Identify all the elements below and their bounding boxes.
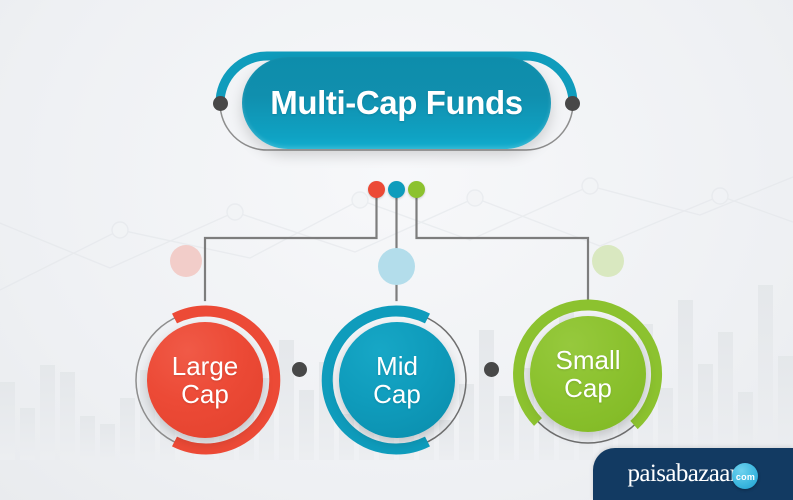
background-bar [658, 388, 674, 460]
background-bar [0, 382, 15, 460]
node-large-cap-disc[interactable]: Large Cap [147, 322, 263, 438]
dotcom-badge-icon: com [732, 462, 759, 489]
background-bar [19, 408, 35, 460]
node-mid-cap-ring [321, 305, 467, 455]
background-bar [79, 416, 95, 460]
node-large-cap[interactable]: Large Cap [125, 300, 285, 460]
banner[interactable]: Multi-Cap Funds [206, 42, 587, 164]
background-bar [698, 364, 714, 460]
background-bar [438, 420, 454, 460]
background-bar [758, 285, 774, 460]
background-bar [119, 398, 135, 460]
background-bar [59, 372, 75, 460]
seed-dot-green [408, 181, 425, 198]
brand-logo-bar[interactable]: paisabazaar com [593, 448, 793, 500]
node-small-cap-disc[interactable]: Small Cap [530, 316, 646, 432]
background-bar [99, 424, 115, 460]
background-bar [538, 412, 554, 460]
node-ring-accent [321, 305, 430, 455]
node-small-cap-label: Small Cap [555, 345, 621, 403]
pastel-circle-green [592, 245, 624, 277]
node-mid-cap[interactable]: Mid Cap [317, 300, 477, 460]
background-bar [738, 392, 754, 460]
node-small-cap-ring [513, 299, 662, 444]
dotcom-badge-label: com [735, 471, 756, 482]
background-bar [778, 356, 793, 460]
connector-left [203, 190, 378, 302]
node-ring-accent [172, 305, 281, 455]
background-bar [678, 300, 694, 460]
background-bar [279, 340, 295, 460]
banner-dot-right [565, 96, 580, 111]
node-small-cap[interactable]: Small Cap [508, 294, 668, 454]
connector-right [415, 190, 590, 302]
seed-dot-red [368, 181, 385, 198]
pastel-circle-blue [378, 248, 415, 285]
banner-dot-left [213, 96, 228, 111]
node-ring-accent [513, 299, 662, 430]
banner-arc-gray [219, 102, 574, 151]
background-bar [39, 365, 55, 460]
connector-dot-mid-small [484, 362, 499, 377]
seed-dot-teal [388, 181, 405, 198]
pastel-circle-pink [170, 245, 202, 277]
node-mid-cap-label: Mid Cap [373, 351, 421, 409]
brand-name: paisabazaar [627, 460, 739, 487]
background-bar [498, 396, 514, 460]
node-mid-cap-disc[interactable]: Mid Cap [339, 322, 455, 438]
page-title: Multi-Cap Funds [270, 84, 523, 121]
node-large-cap-ring [135, 305, 281, 455]
node-large-cap-label: Large Cap [171, 351, 239, 409]
background-bar [299, 390, 315, 460]
connector-dot-large-mid [292, 362, 307, 377]
banner-ring [215, 51, 578, 151]
banner-pill[interactable]: Multi-Cap Funds [242, 57, 551, 149]
banner-arc-teal [215, 51, 578, 108]
background-bar [718, 332, 734, 460]
